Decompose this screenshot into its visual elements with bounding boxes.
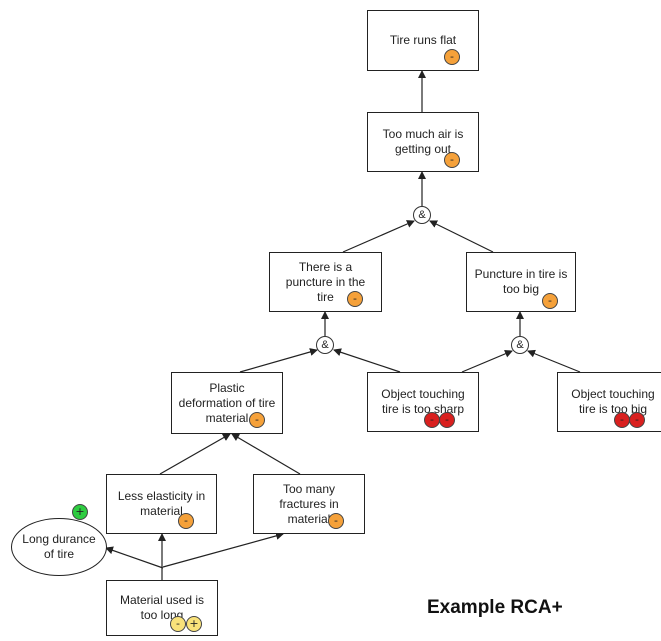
node-too-much-air: Too much air is getting out — [367, 112, 479, 172]
yellow-rating-badge: + — [186, 616, 202, 632]
orange-rating-badge: - — [328, 513, 344, 529]
green-rating-badge: + — [72, 504, 88, 520]
and-gate: & — [511, 336, 529, 354]
node-plastic-deformation: Plastic deformation of tire material — [171, 372, 283, 434]
node-less-elasticity: Less elasticity in material — [106, 474, 217, 534]
node-label: Too much air is getting out — [382, 127, 464, 156]
orange-rating-badge: - — [249, 412, 265, 428]
red-rating-badge: - — [614, 412, 630, 428]
edge-object-too-sharp-to-gate-left — [333, 348, 401, 373]
edge-puncture-in-tire-to-gate-top — [342, 220, 415, 253]
edge-object-too-sharp-to-gate-right — [461, 350, 513, 373]
node-label: Too many fractures in material — [279, 481, 339, 526]
yellow-rating-badge: - — [170, 616, 186, 632]
node-label: Long durance of tire — [22, 532, 96, 561]
red-rating-badge: - — [629, 412, 645, 428]
node-too-many-fractures: Too many fractures in material — [253, 474, 365, 534]
node-label: There is a puncture in the tire — [285, 259, 366, 304]
edges — [105, 70, 581, 580]
and-gate: & — [413, 206, 431, 224]
edge-plastic-deformation-to-gate-left — [239, 348, 318, 373]
orange-rating-badge: - — [444, 152, 460, 168]
node-long-durance: Long durance of tire — [11, 518, 107, 576]
edge-less-elasticity-to-plastic-deformation — [159, 433, 231, 475]
node-tire-runs-flat: Tire runs flat — [367, 10, 479, 71]
node-label: Puncture in tire is too big — [474, 267, 568, 296]
orange-rating-badge: - — [542, 293, 558, 309]
edge-puncture-too-big-to-gate-top — [429, 220, 494, 253]
node-object-too-big: Object touching tire is too big — [557, 372, 661, 432]
node-label: Material used is too long — [119, 593, 205, 622]
edge-too-many-fractures-to-plastic-deformation — [231, 433, 301, 475]
node-label: Object touching tire is too sharp — [381, 387, 465, 416]
node-label: Tire runs flat — [389, 33, 457, 47]
diagram-title: Example RCA+ — [427, 597, 563, 618]
node-puncture-in-tire: There is a puncture in the tire — [269, 252, 382, 312]
node-material-used-too-long: Material used is too long — [106, 580, 218, 636]
orange-rating-badge: - — [347, 291, 363, 307]
node-puncture-too-big: Puncture in tire is too big — [466, 252, 576, 312]
orange-rating-badge: - — [444, 49, 460, 65]
node-object-too-sharp: Object touching tire is too sharp — [367, 372, 479, 432]
edge-material-used-too-long-to-long-durance — [105, 546, 164, 569]
node-label: Plastic deformation of tire material — [178, 380, 276, 425]
edge-object-too-big-to-gate-right — [527, 349, 581, 373]
node-label: Less elasticity in material — [117, 489, 206, 518]
red-rating-badge: - — [439, 412, 455, 428]
node-label: Object touching tire is too big — [571, 387, 655, 416]
orange-rating-badge: - — [178, 513, 194, 529]
edge-material-used-too-long-to-too-many-fractures — [162, 531, 284, 568]
and-gate: & — [316, 336, 334, 354]
red-rating-badge: - — [424, 412, 440, 428]
